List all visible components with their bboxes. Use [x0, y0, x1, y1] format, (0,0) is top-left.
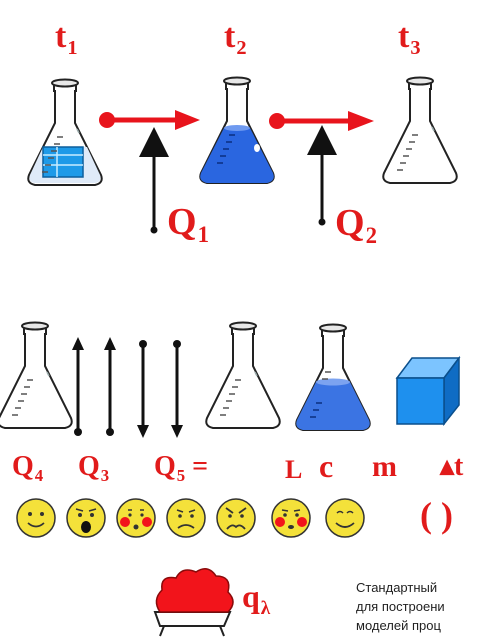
label-q-lambda: qλ: [242, 578, 271, 619]
flask-empty-icon: [0, 321, 73, 429]
smiley-face-icon: [216, 498, 256, 538]
caption-line: для построени: [356, 599, 445, 614]
double-arrow-icon: [104, 337, 116, 436]
label-delta-t: ▴t: [440, 451, 464, 482]
burner-flame-icon: [153, 568, 234, 637]
label-c: c: [319, 448, 334, 484]
double-arrow-icon: [72, 337, 84, 436]
smiley-face-icon: [325, 498, 365, 538]
arrow-right-icon: [99, 110, 200, 130]
label-parens: ( ): [420, 495, 453, 535]
arrow-right-icon: [269, 111, 374, 131]
double-arrow-icon: [137, 340, 149, 438]
smiley-face-icon: [16, 498, 56, 538]
flask-empty-icon: [205, 321, 281, 429]
label-t3: t3: [398, 18, 421, 60]
caption-line: моделей проц: [356, 618, 441, 633]
label-m: m: [372, 450, 397, 483]
label-L: L: [285, 455, 303, 484]
cube-icon: [395, 355, 461, 427]
smiley-face-icon: [66, 498, 106, 538]
double-arrow-icon: [171, 340, 183, 438]
flask-water-icon: [295, 323, 371, 431]
smiley-face-icon: [166, 498, 206, 538]
flask-empty-icon: [382, 76, 458, 184]
heat-arrow-q1: [139, 127, 169, 234]
label-q4: Q4: [12, 451, 44, 485]
caption-text: Стандартный для построени моделей проц: [356, 578, 481, 635]
caption-line: Стандартный: [356, 580, 438, 595]
heat-arrow-q2: [307, 125, 337, 226]
label-q5: Q5 =: [154, 451, 209, 485]
label-q3: Q3: [78, 451, 110, 485]
flask-water-icon: [199, 76, 275, 184]
smiley-face-icon: [116, 498, 156, 538]
label-t2: t2: [224, 18, 247, 60]
smiley-face-icon: [271, 498, 311, 538]
label-t1: t1: [55, 18, 78, 60]
label-q2: Q2: [335, 202, 377, 248]
flask-ice-icon: [27, 78, 103, 186]
label-q1: Q1: [167, 201, 209, 247]
